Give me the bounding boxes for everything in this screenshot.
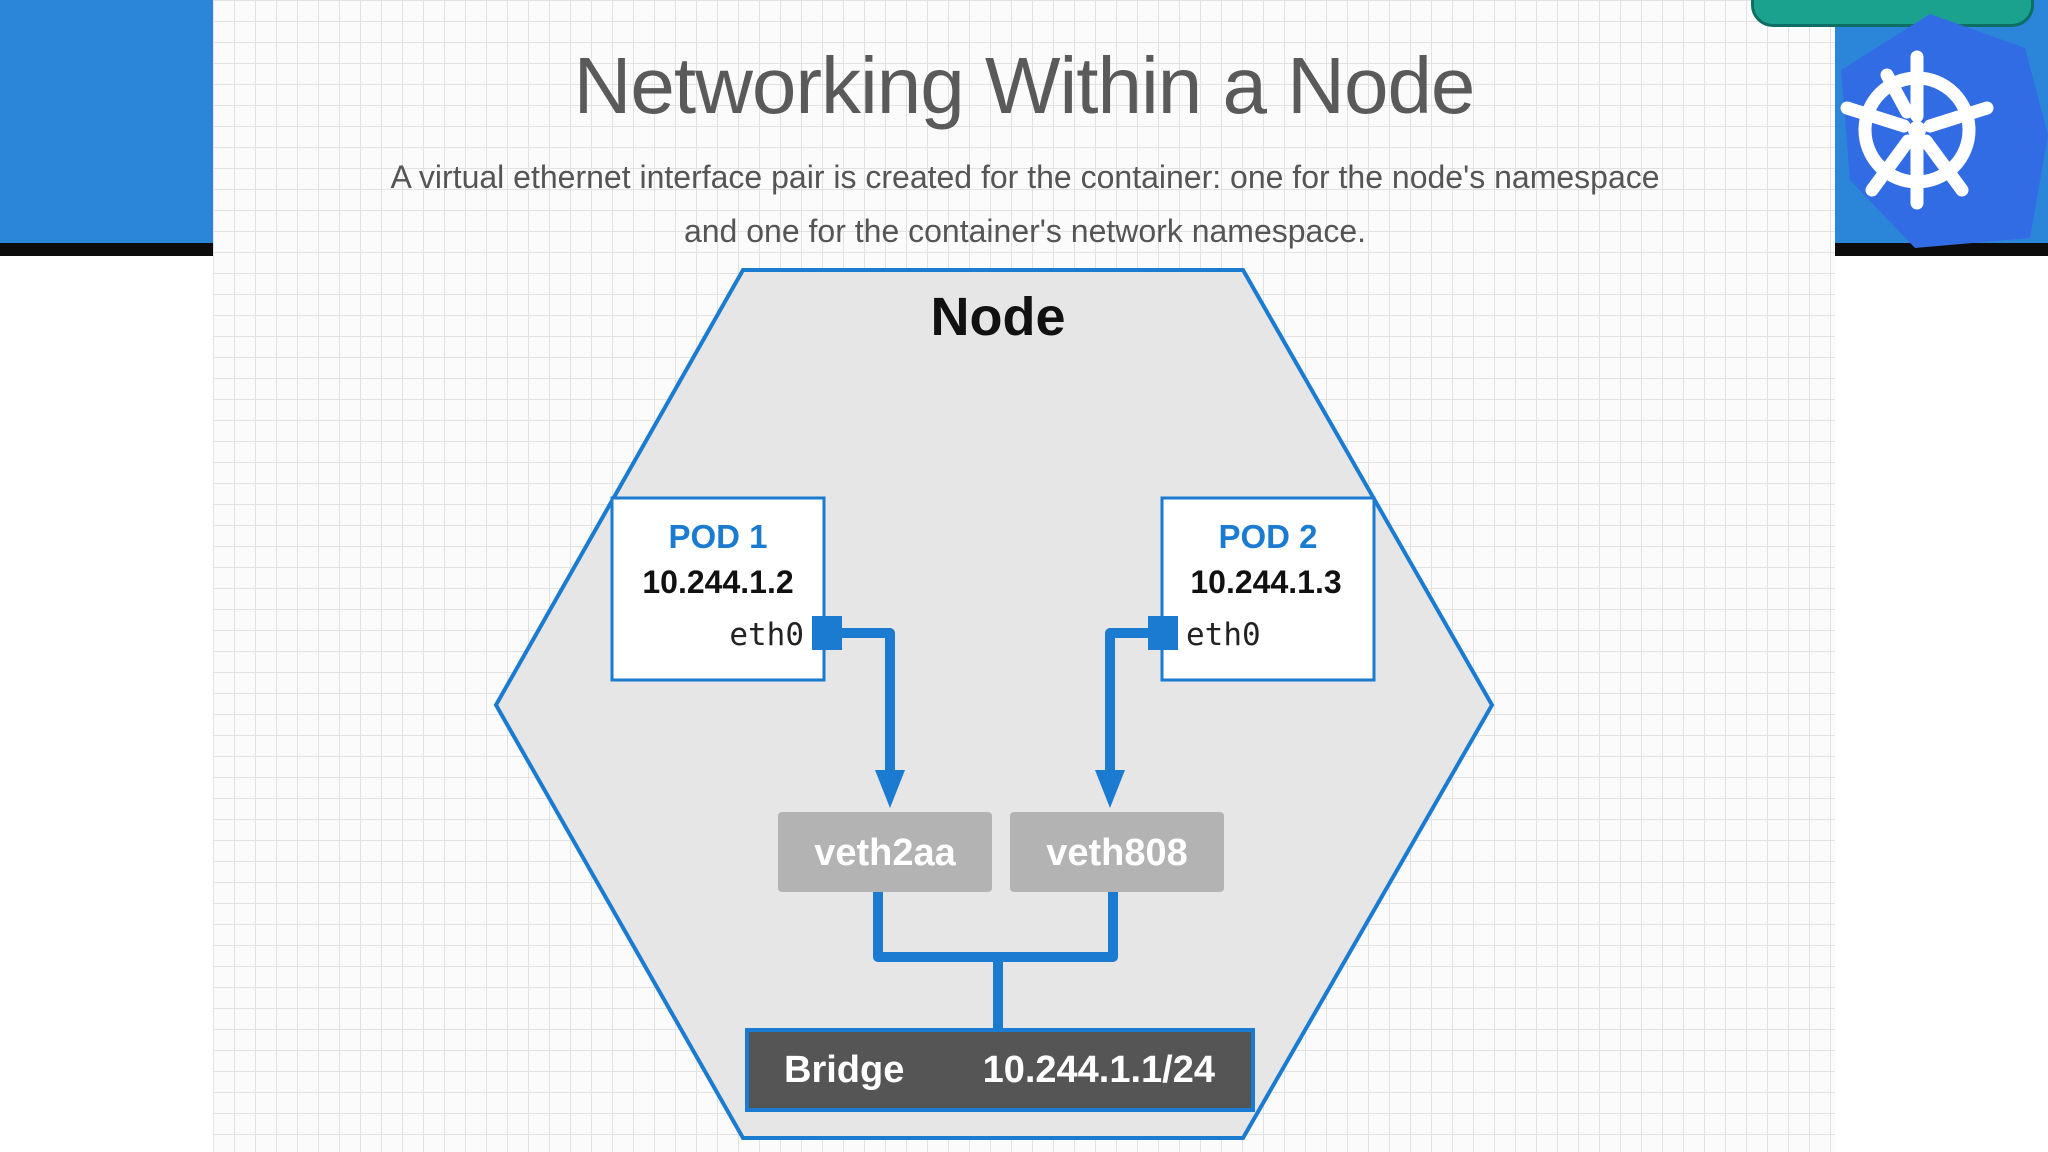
kubernetes-helm-wheel-icon [1840,14,2048,248]
pod-2-iface: eth0 [1186,617,1261,653]
pod-2-box: POD 2 10.244.1.3 eth0 [1148,496,1376,682]
pod-1-iface: eth0 [729,617,804,653]
slide-subtitle: A virtual ethernet interface pair is cre… [270,150,1780,258]
pod-2-eth0-port [1148,616,1178,650]
subtitle-line-1: A virtual ethernet interface pair is cre… [390,159,1660,195]
veth2aa-label: veth2aa [814,832,956,874]
arrow-down-icon [1095,770,1125,808]
arrow-down-icon [875,770,905,808]
slide-title: Networking Within a Node [573,41,1476,130]
veth-connectors [842,628,1148,772]
subtitle-line-2: and one for the container's network name… [683,213,1367,249]
left-blue-band [0,0,213,243]
pod-1-name: POD 1 [668,518,767,555]
node-label: Node [931,287,1066,347]
pod-2-name: POD 2 [1218,518,1317,555]
veth808-box: veth808 [1010,812,1224,892]
pod-2-to-veth808-link [1105,628,1148,772]
bridge-label: Bridge [784,1049,904,1091]
pod-1-to-veth2aa-link [842,628,895,772]
bridge-cidr: 10.244.1.1/24 [983,1049,1215,1091]
bridge-box: Bridge 10.244.1.1/24 [745,1028,1255,1112]
right-band-underline [1835,243,2048,256]
pod-1-ip: 10.244.1.2 [642,564,793,600]
node-hexagon [493,268,1495,1140]
pod-1-eth0-port [812,616,842,650]
pod-1-box: POD 1 10.244.1.2 eth0 [610,496,842,682]
pod-2-ip: 10.244.1.3 [1190,564,1341,600]
top-tab-button[interactable] [1751,0,2034,27]
veth808-label: veth808 [1046,832,1188,874]
left-band-underline [0,243,213,256]
veth2aa-box: veth2aa [778,812,992,892]
